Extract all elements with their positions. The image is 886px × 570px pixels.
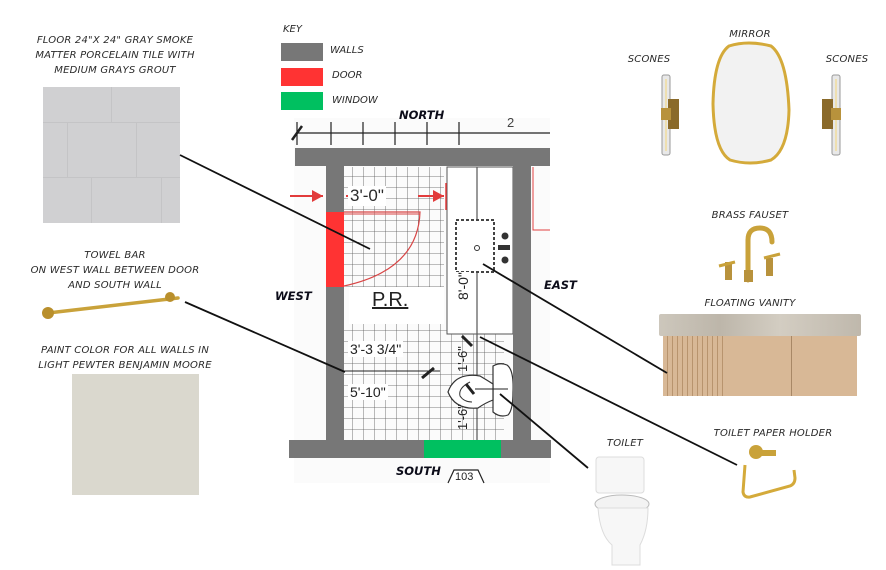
- floor-tile-label: FLOOR 24"X 24" GRAY SMOKE MATTER PORCELA…: [35, 35, 195, 76]
- sconce-right-image: [822, 74, 841, 156]
- room-label: P.R.: [372, 289, 409, 311]
- faucet-label: BRASS FAUSET: [711, 210, 789, 221]
- key-door-swatch: [281, 68, 323, 86]
- sconce-left-label: SCONES: [627, 54, 671, 65]
- sconce-left-image: [661, 74, 679, 156]
- west-label: WEST: [275, 289, 312, 303]
- vanity-label: FLOATING VANITY: [704, 298, 796, 309]
- floor-tile-swatch: [43, 87, 180, 223]
- top-partial-dimension: 2: [507, 115, 515, 130]
- key-door-label: DOOR: [332, 70, 363, 81]
- mirror-image: [711, 41, 791, 165]
- mirror-label: MIRROR: [729, 29, 771, 40]
- key-window-label: WINDOW: [332, 95, 378, 106]
- key-title: KEY: [283, 24, 302, 35]
- room-number: 103: [455, 471, 474, 483]
- key-walls-swatch: [281, 43, 323, 61]
- sconce-right-label: SCONES: [825, 54, 869, 65]
- towel-bar-label: TOWEL BAR ON WEST WALL BETWEEN DOOR AND …: [30, 250, 200, 291]
- south-label: SOUTH: [396, 464, 441, 478]
- paint-color-swatch: [72, 374, 199, 495]
- towel-bar-height-dimension: 3'-3 3/4": [348, 341, 404, 357]
- room-width-dimension: 5'-10": [348, 384, 388, 400]
- top-dimension-line: [290, 122, 550, 145]
- key-walls-label: WALLS: [330, 45, 364, 56]
- key-window-swatch: [281, 92, 323, 110]
- north-label: NORTH: [399, 108, 445, 122]
